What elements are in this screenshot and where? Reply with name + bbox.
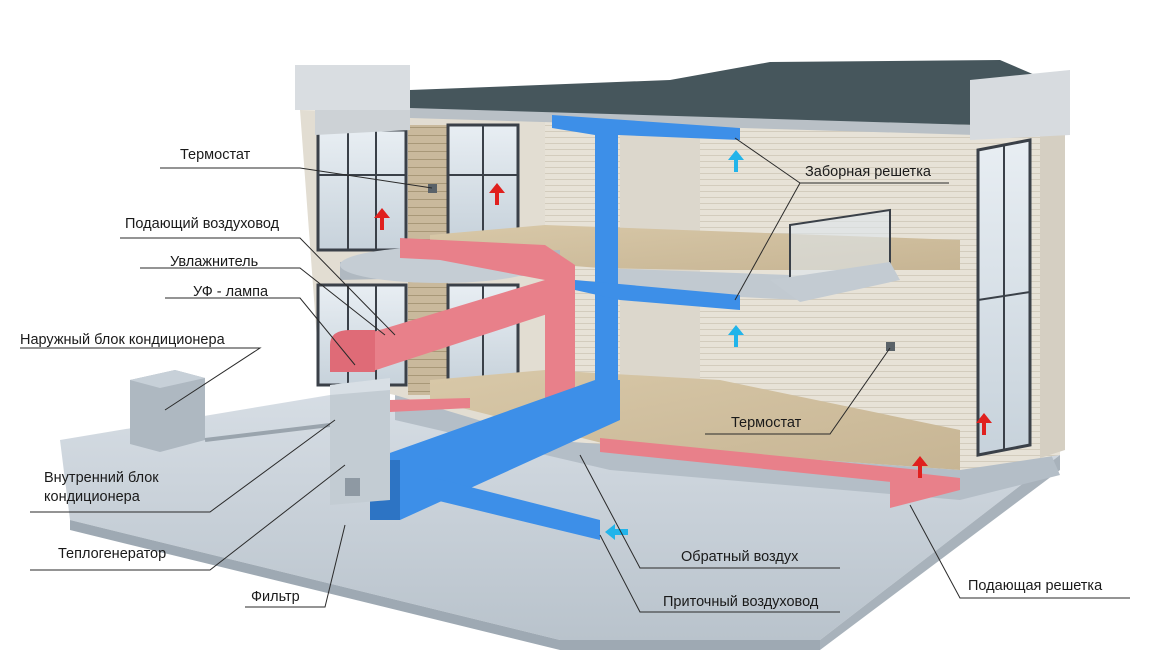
return-air-arrows — [605, 150, 744, 540]
label-thermostat-lower: Термостат — [731, 415, 802, 431]
roof — [295, 60, 1070, 140]
return-duct — [370, 115, 740, 540]
label-indoor-unit-line1: Внутренний блок — [44, 470, 159, 486]
label-indoor-unit-line2: кондиционера — [44, 489, 140, 505]
label-humidifier: Увлажнитель — [170, 254, 259, 270]
thermostat-devices — [428, 184, 895, 351]
label-thermostat-upper: Термостат — [180, 147, 251, 163]
label-outdoor-unit: Наружный блок кондиционера — [20, 332, 225, 348]
indoor-unit — [330, 378, 390, 505]
supply-air-arrows — [374, 183, 992, 478]
label-uv-lamp: УФ - лампа — [193, 284, 269, 300]
label-heat-generator: Теплогенератор — [58, 546, 167, 562]
label-return-air: Обратный воздух — [681, 549, 799, 565]
label-filter: Фильтр — [251, 589, 300, 605]
label-supply-air-duct: Приточный воздуховод — [663, 594, 819, 610]
right-tall-window — [976, 138, 1032, 457]
label-supply-duct: Подающий воздуховод — [125, 216, 280, 232]
outdoor-ac-unit — [130, 370, 331, 452]
balcony — [770, 208, 900, 302]
label-intake-grille: Заборная решетка — [805, 164, 931, 180]
leader-lines — [20, 137, 1130, 613]
label-supply-grille: Подающая решетка — [968, 578, 1103, 594]
